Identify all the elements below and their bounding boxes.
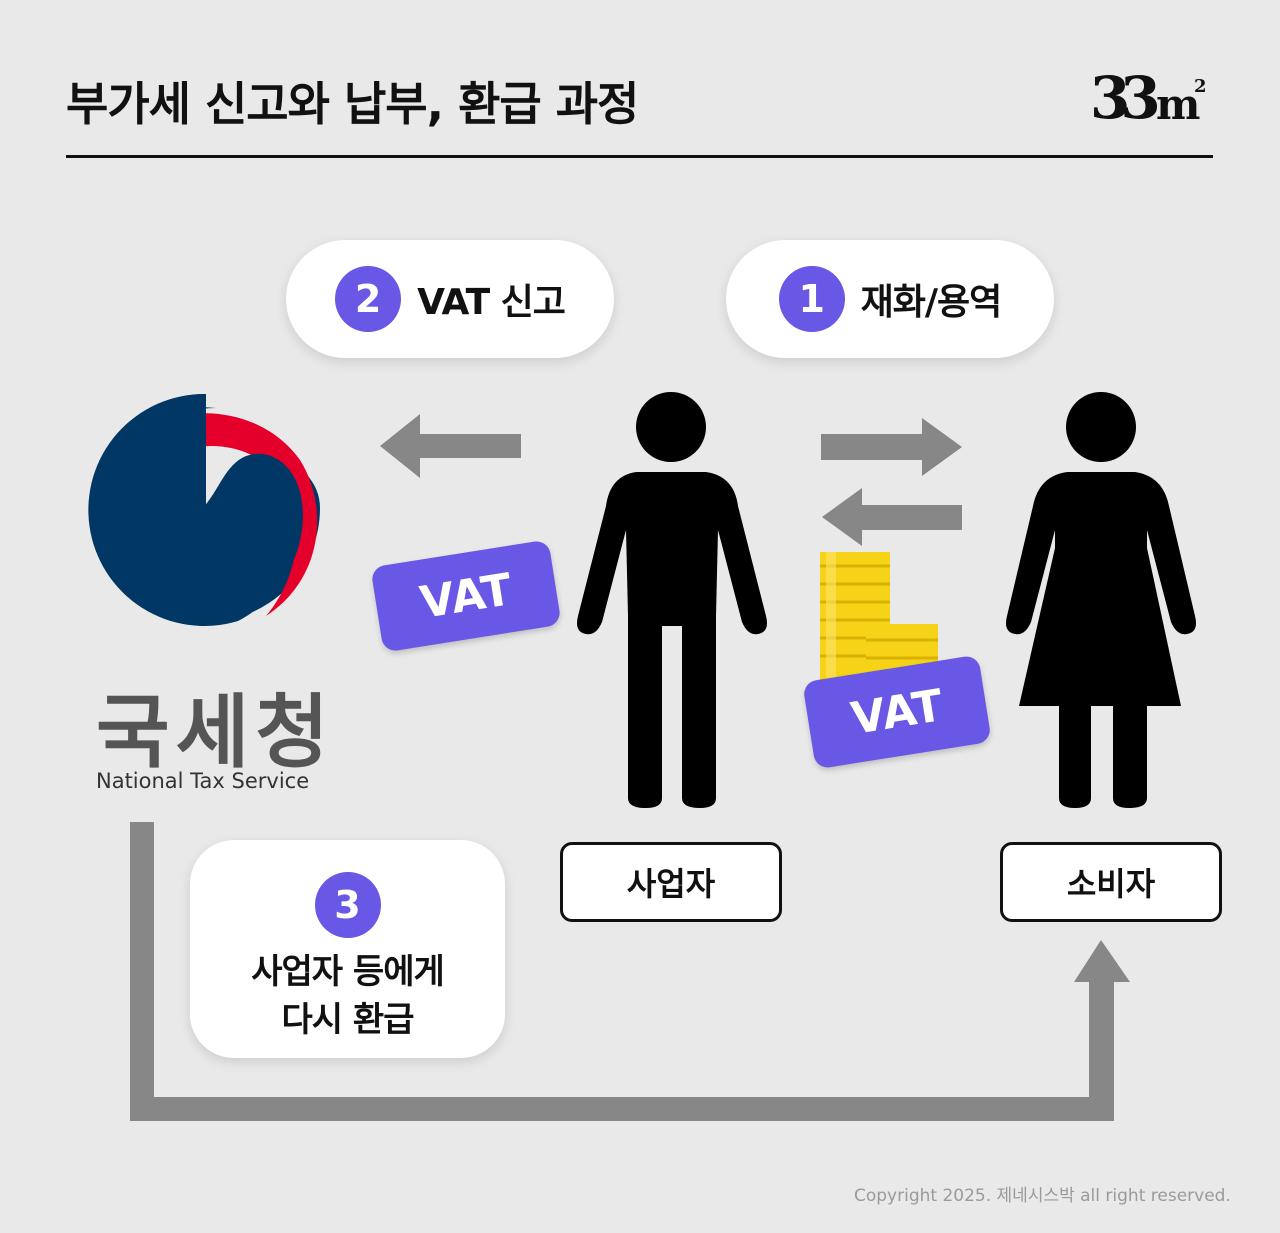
emblem-blue-body (88, 393, 303, 626)
page-title: 부가세 신고와 납부, 환급 과정 (66, 77, 639, 131)
step-1-pill: 1 재화/용역 (726, 240, 1054, 358)
step-3-number-badge: 3 (314, 872, 381, 938)
arrow-left-to-nts (380, 414, 521, 478)
body (1006, 472, 1196, 808)
business-person-icon (577, 392, 767, 808)
coin-stack-icon (820, 552, 938, 680)
taegeuk-emblem-icon (88, 393, 320, 626)
logo-superscript: 2 (1194, 76, 1207, 97)
business-label-box: 사업자 (560, 842, 782, 922)
step-3-line-2: 다시 환급 (281, 1000, 415, 1040)
logo-number: 33 (1090, 64, 1161, 132)
brand-logo: 33 m 2 (1090, 64, 1220, 132)
logo-unit: m (1156, 80, 1201, 129)
step-2-label: VAT 신고 (417, 282, 566, 323)
consumer-label-box: 소비자 (1000, 842, 1222, 922)
consumer-person-icon (1006, 392, 1196, 808)
copyright-notice: Copyright 2025. 제네시스박 all right reserved… (854, 1186, 1231, 1206)
step-3-text: 사업자 등에게 다시 환급 (251, 948, 445, 1044)
head (636, 392, 706, 462)
step-3-line-1: 사업자 등에게 (251, 952, 445, 992)
arrow-right-to-consumer (821, 418, 962, 476)
step-2-number-badge: 2 (335, 266, 402, 332)
step-2-pill: 2 VAT 신고 (286, 240, 614, 358)
agency-name-korean: 국세청 (96, 686, 335, 779)
body (577, 472, 767, 808)
step-3-card: 3 사업자 등에게 다시 환급 (190, 840, 505, 1058)
arrow-left-to-business (822, 488, 962, 546)
step-1-label: 재화/용역 (860, 282, 1003, 323)
agency-name-english: National Tax Service (96, 769, 310, 793)
head (1066, 392, 1136, 462)
step-1-number-badge: 1 (778, 266, 845, 332)
title-divider (66, 155, 1213, 158)
